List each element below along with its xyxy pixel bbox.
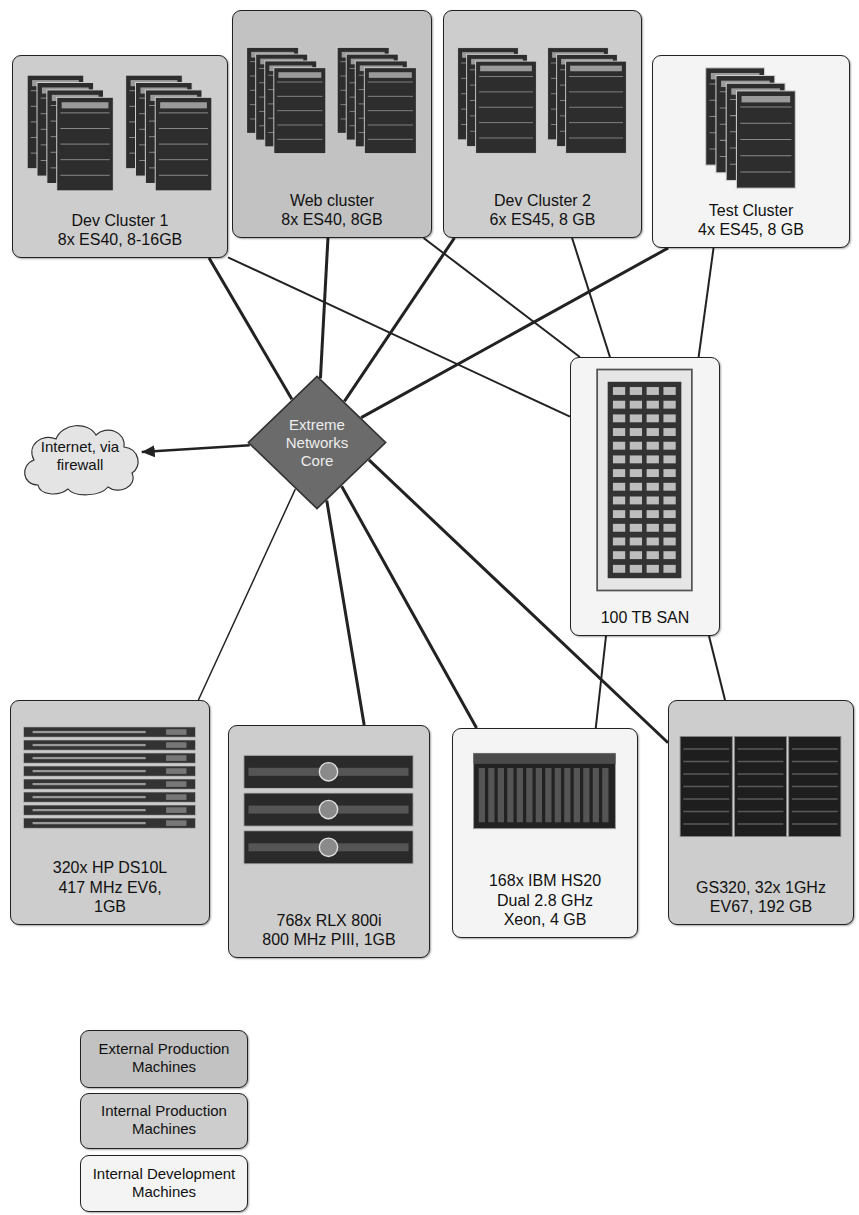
node-title: 768x RLX 800i <box>277 911 382 930</box>
network-core-diamond: Extreme Networks Core <box>247 375 387 510</box>
node-spec: 6x ES45, 8 GB <box>490 210 596 229</box>
legend-swatch: Internal Development Machines <box>80 1155 248 1212</box>
network-link <box>142 445 250 452</box>
network-link <box>699 248 714 357</box>
internet-cloud: Internet, via firewall <box>18 415 142 497</box>
network-link <box>209 258 292 399</box>
server-box: GS320, 32x 1GHz EV67, 192 GB <box>668 700 854 925</box>
node-title: Test Cluster <box>709 201 793 220</box>
server-farm-box: 168x IBM HS20Dual 2.8 GHz Xeon, 4 GB <box>452 728 638 938</box>
node-spec: 417 MHz EV6, 1GB <box>50 878 170 916</box>
network-link <box>361 248 668 418</box>
network-link <box>596 636 606 728</box>
network-link <box>327 501 364 725</box>
server-illustration <box>237 734 420 884</box>
server-illustration <box>461 737 628 845</box>
node-title: 100 TB SAN <box>601 608 690 627</box>
legend-swatch: Internal Production Machines <box>80 1093 248 1149</box>
legend-text: External Production Machines <box>89 1040 239 1076</box>
network-link <box>572 238 610 357</box>
server-cluster-box: Test Cluster4x ES45, 8 GB <box>652 55 850 248</box>
node-spec: 4x ES45, 8 GB <box>698 220 804 239</box>
server-illustration <box>19 709 200 849</box>
server-cluster-box: Dev Cluster 18x ES40, 8-16GB <box>12 55 228 258</box>
server-farm-box: 768x RLX 800i800 MHz PIII, 1GB <box>228 725 430 958</box>
node-spec: Dual 2.8 GHz Xeon, 4 GB <box>488 891 603 929</box>
server-illustration <box>241 19 422 182</box>
legend-text: Internal Production Machines <box>89 1102 239 1138</box>
node-spec: 8x ES40, 8GB <box>281 210 382 229</box>
network-link <box>342 486 477 728</box>
node-title: Web cluster <box>290 191 374 210</box>
server-illustration <box>661 64 840 192</box>
server-cluster-box: Dev Cluster 26x ES45, 8 GB <box>443 10 642 238</box>
server-farm-box: 320x HP DS10L417 MHz EV6, 1GB <box>10 700 210 925</box>
node-title: GS320, 32x 1GHz EV67, 192 GB <box>686 878 836 916</box>
legend-text: Internal Development Machines <box>89 1165 239 1201</box>
network-link <box>709 636 725 700</box>
server-illustration <box>21 64 218 202</box>
server-illustration <box>677 709 844 864</box>
node-spec: 8x ES40, 8-16GB <box>58 230 183 249</box>
legend-swatch: External Production Machines <box>80 1030 248 1088</box>
node-spec: 800 MHz PIII, 1GB <box>262 930 395 949</box>
server-cluster-box: Web cluster8x ES40, 8GB <box>232 10 432 238</box>
node-title: Dev Cluster 1 <box>72 211 169 230</box>
node-title: 168x IBM HS20 <box>489 871 601 890</box>
node-title: 320x HP DS10L <box>53 858 167 877</box>
network-link <box>424 238 580 357</box>
network-link <box>228 257 570 416</box>
node-label: Internet, via firewall <box>33 438 128 474</box>
storage-box: 100 TB SAN <box>570 357 720 636</box>
network-link <box>198 489 295 700</box>
network-link <box>320 238 328 378</box>
server-illustration <box>452 19 632 182</box>
node-label: Extreme Networks Core <box>277 416 357 470</box>
server-illustration <box>579 366 710 594</box>
node-title: Dev Cluster 2 <box>494 191 591 210</box>
